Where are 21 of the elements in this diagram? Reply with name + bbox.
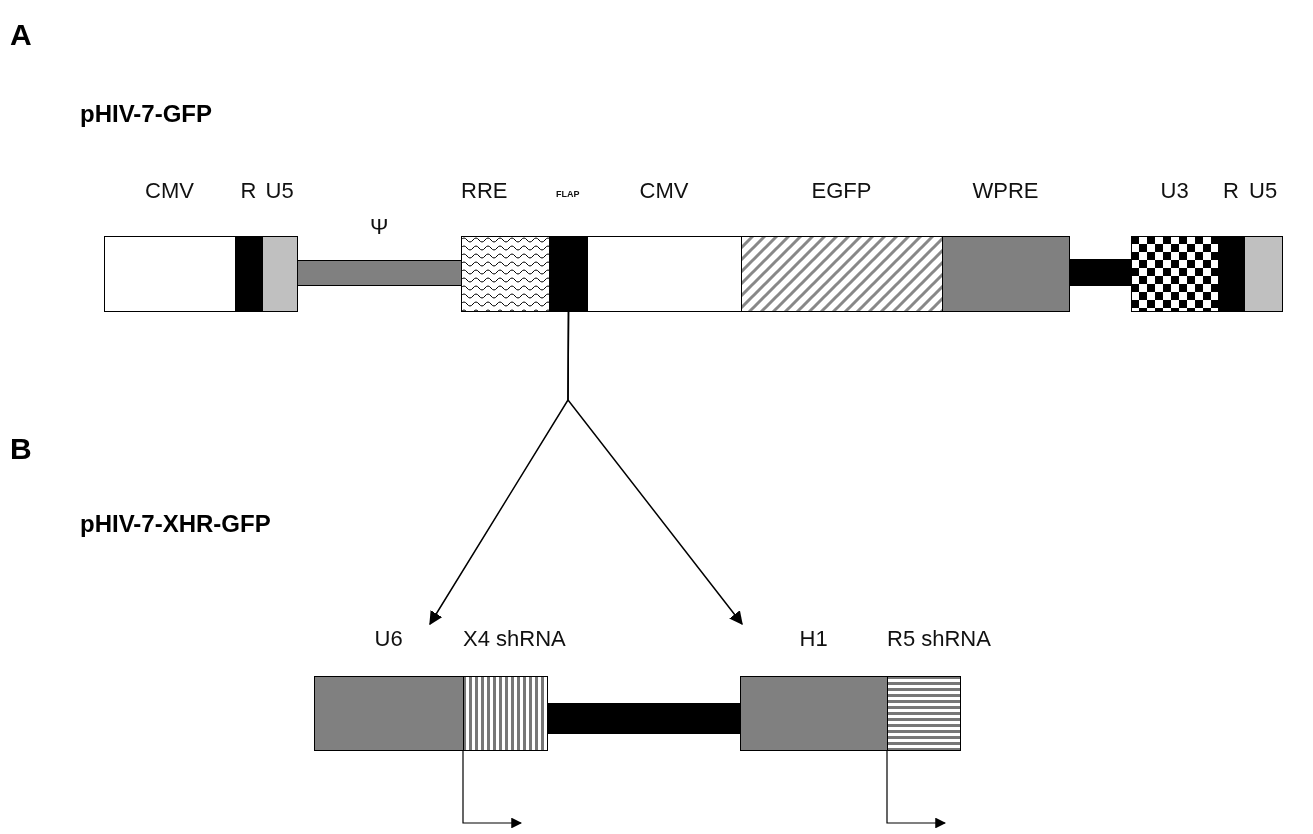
panel-letter: A [10, 18, 32, 52]
segment-label: Ψ [370, 214, 389, 240]
segment-label: R [240, 178, 257, 204]
segment-label: WPRE [972, 178, 1039, 204]
segment-label: FLAP [556, 188, 580, 200]
construct-name: pHIV-7-GFP [80, 100, 212, 128]
segment-label: H1 [799, 626, 828, 652]
segment-label: R5 shRNA [887, 626, 991, 652]
segment-label: X4 shRNA [463, 626, 566, 652]
segment-label: CMV [639, 178, 689, 204]
segment-label: U6 [374, 626, 403, 652]
segment-label: R [1223, 178, 1239, 204]
construct-name: pHIV-7-XHR-GFP [80, 510, 271, 538]
arrow [567, 310, 743, 626]
segment-label: CMV [145, 178, 194, 204]
panel-letter: B [10, 432, 32, 466]
segment-label: U3 [1160, 178, 1189, 204]
segment-label: RRE [461, 178, 508, 204]
segment-label: U5 [265, 178, 294, 204]
segment-label: U5 [1249, 178, 1278, 204]
segment-label: EGFP [811, 178, 872, 204]
